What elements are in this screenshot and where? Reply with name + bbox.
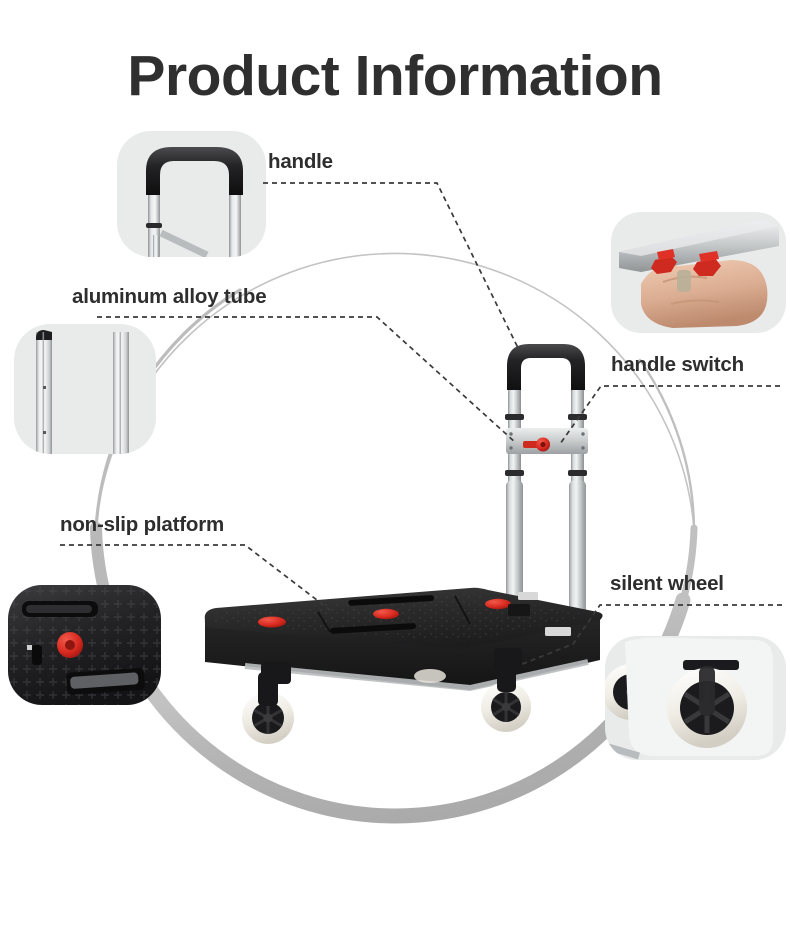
leader-line-non-slip-platform [60, 544, 331, 611]
callout-label-silent-wheel: silent wheel [610, 572, 724, 595]
page-title: Product Information [127, 44, 663, 108]
callout-label-handle: handle [268, 150, 333, 173]
leader-line-handle [263, 182, 521, 353]
callout-label-aluminum-alloy-tube: aluminum alloy tube [72, 285, 267, 308]
handle-switch-inset-photo [611, 212, 786, 333]
handle-grip-icon [146, 147, 243, 195]
callout-label-handle-switch: handle switch [611, 353, 744, 376]
silent-wheel-inset-photo [605, 636, 786, 760]
leader-line-aluminum-alloy-tube [97, 316, 517, 444]
callout-label-non-slip-platform: non-slip platform [60, 513, 225, 536]
ring-arc-upper-right-taper [638, 358, 696, 531]
aluminum-alloy-tube-inset-photo [14, 324, 156, 454]
leader-line-silent-wheel [519, 604, 782, 666]
ring-arc-right [679, 524, 698, 605]
leader-line-handle-switch [559, 385, 780, 445]
handle-inset-photo [117, 131, 266, 257]
hand [641, 260, 768, 328]
non-slip-platform-inset-photo [8, 585, 161, 705]
switch-icon [651, 249, 721, 276]
wheel-icon [667, 660, 747, 748]
